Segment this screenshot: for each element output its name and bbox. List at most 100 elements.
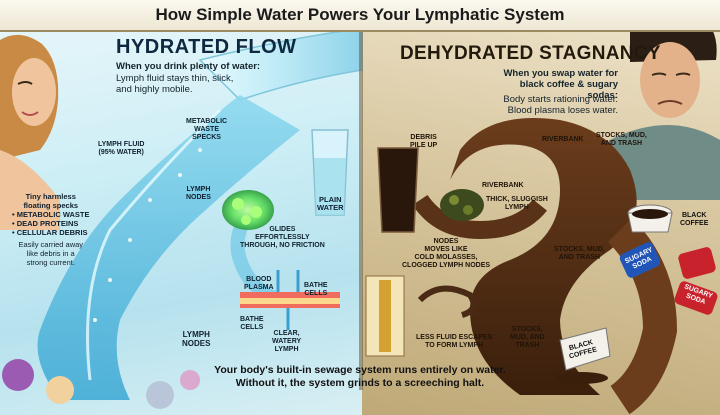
label-riverbank-mid: RIVERBANK [482,182,524,189]
label-line: STOCKS, MUD, [554,246,605,253]
label-line: BLOOD [246,276,272,283]
label-line: METABOLIC [186,118,228,125]
label-line: WATER [317,203,344,212]
label-lymph-nodes-bottom: LYMPH NODES [182,330,210,348]
label-blood-plasma: BLOOD PLASMA [244,276,274,292]
label-line: LESS FLUID ESCAPES [416,334,493,341]
clogged-nodes [440,189,484,221]
label-line: LYMPH [186,186,211,193]
label-line: BATHE [240,316,264,323]
hydrated-body-line: and highly mobile. [116,84,193,95]
label-line: NODES [182,339,211,348]
label-line: PILE UP [410,142,438,149]
carried-text: Easily carried away like debris in a str… [12,240,90,267]
label-bathe-cells-left: BATHE CELLS [240,316,264,332]
dehydrated-subheading: When you swap water for black coffee & s… [488,68,618,101]
label-line: CELLS [240,324,264,331]
footer-line: Without it, the system grinds to a scree… [235,377,485,389]
label-line: STOCKS, [511,326,543,333]
label-black-coffee-top: BLACK COFFEE [680,212,708,228]
label-line: THICK, SLUGGISH [486,196,548,203]
label-lymph-nodes-top: LYMPH NODES [186,186,211,202]
label-line: THROUGH, NO FRICTION [240,242,325,249]
label-line: COFFEE [680,220,709,227]
soda-can-red [674,247,718,315]
coffee-cup-bottom [556,327,611,384]
dehydrated-heading: DEHYDRATED STAGNANCY [400,43,661,64]
label-line: BATHE [304,282,328,289]
hydrated-woman-figure [0,34,60,230]
waste-specks [93,148,202,322]
label-line: CLEAR, [273,330,300,337]
water-glass [311,129,349,216]
dehydrated-body: Body starts rationing water. Blood plasm… [488,94,618,116]
label-line: GLIDES [269,226,296,233]
coffee-glass [377,147,419,233]
carried-line: Easily carried away [18,240,84,249]
title-banner: How Simple Water Powers Your Lymphatic S… [0,0,720,32]
label-line: (95% WATER) [98,149,144,156]
bullets-intro-line: floating specks [23,201,79,210]
label-plain-water: PLAIN WATER [317,196,344,212]
label-line: DEBRIS [410,134,437,141]
label-lymph-fluid: LYMPH FLUID (95% WATER) [98,141,144,157]
label-line: PLAIN [319,195,342,204]
bullet-text: CELLULAR DEBRIS [16,228,88,237]
label-line: WATERY [272,338,302,345]
lymph-node-cluster [222,190,274,230]
label-line: BLACK [681,212,707,219]
plasma-diagram [240,270,340,330]
label-line: AND TRASH [558,254,601,261]
label-bathe-cells-right: BATHE CELLS [304,282,328,298]
hydrated-body-line: Lymph fluid stays thin, slick, [116,73,234,84]
bullet-text: DEAD PROTEINS [16,219,79,228]
bullets-intro-line: Tiny harmless [25,192,76,201]
bullet-text: METABOLIC WASTE [16,210,90,219]
carried-line: strong current. [26,258,75,267]
panel-divider [359,30,363,390]
label-line: CELLS [304,290,328,297]
label-glides: GLIDES EFFORTLESSLY THROUGH, NO FRICTION [240,226,325,250]
coffee-cup-top [627,204,673,233]
hydrated-subheading: When you drink plenty of water: [116,61,261,72]
soda-can-blue [619,242,661,278]
vein-inset [365,275,477,357]
hydrated-body: Lymph fluid stays thin, slick, and highl… [116,73,233,95]
label-clear-lymph: CLEAR, WATERY LYMPH [272,330,301,354]
label-line: NODES [433,238,459,245]
label-line: SPECKS [192,134,221,141]
label-line: MUD, AND [510,334,545,341]
bullet-item: • CELLULAR DEBRIS [12,228,88,237]
label-line: MOVES LIKE [424,246,468,253]
label-line: LYMPH [182,330,210,339]
label-line: NODES [186,194,211,201]
label-line: LYMPH [274,346,299,353]
label-line: TO FORM LYMPH [425,342,484,349]
carried-line: like debris in a [26,249,75,258]
label-thick-lymph: THICK, SLUGGISH LYMPH [486,196,548,212]
dehydrated-body-line: Body starts rationing water. [503,94,618,105]
label-stocks-bottom: STOCKS, MUD, AND TRASH [510,326,545,350]
label-line: STOCKS, MUD, [596,132,647,139]
label-line: WASTE [194,126,219,133]
label-line: EFFORTLESSLY [255,234,310,241]
label-debris-pile: DEBRIS PILE UP [410,134,437,150]
label-less-fluid: LESS FLUID ESCAPES TO FORM LYMPH [416,334,492,350]
subheading-line: When you swap water for [503,68,618,79]
dehydrated-body-line: Blood plasma loses water. [507,105,618,116]
hydrated-heading: HYDRATED FLOW [116,36,297,58]
waste-bullets: Tiny harmless floating specks • METABOLI… [12,192,90,267]
subheading-line: black coffee & sugary sodas: [519,79,618,101]
label-line: LYMPH FLUID [98,141,145,148]
label-line: PLASMA [244,284,274,291]
label-line: AND TRASH [600,140,643,147]
body-cells [2,359,200,409]
label-stocks-mid: STOCKS, MUD, AND TRASH [554,246,605,262]
bullet-item: • DEAD PROTEINS [12,219,79,228]
label-line: LYMPH [504,204,529,211]
label-nodes-molasses: NODES MOVES LIKE COLD MOLASSES, CLOGGED … [402,238,490,270]
label-riverbank-top: RIVERBANK [542,136,584,143]
page-title: How Simple Water Powers Your Lymphatic S… [155,5,565,24]
label-line: COLD MOLASSES, [414,254,478,261]
